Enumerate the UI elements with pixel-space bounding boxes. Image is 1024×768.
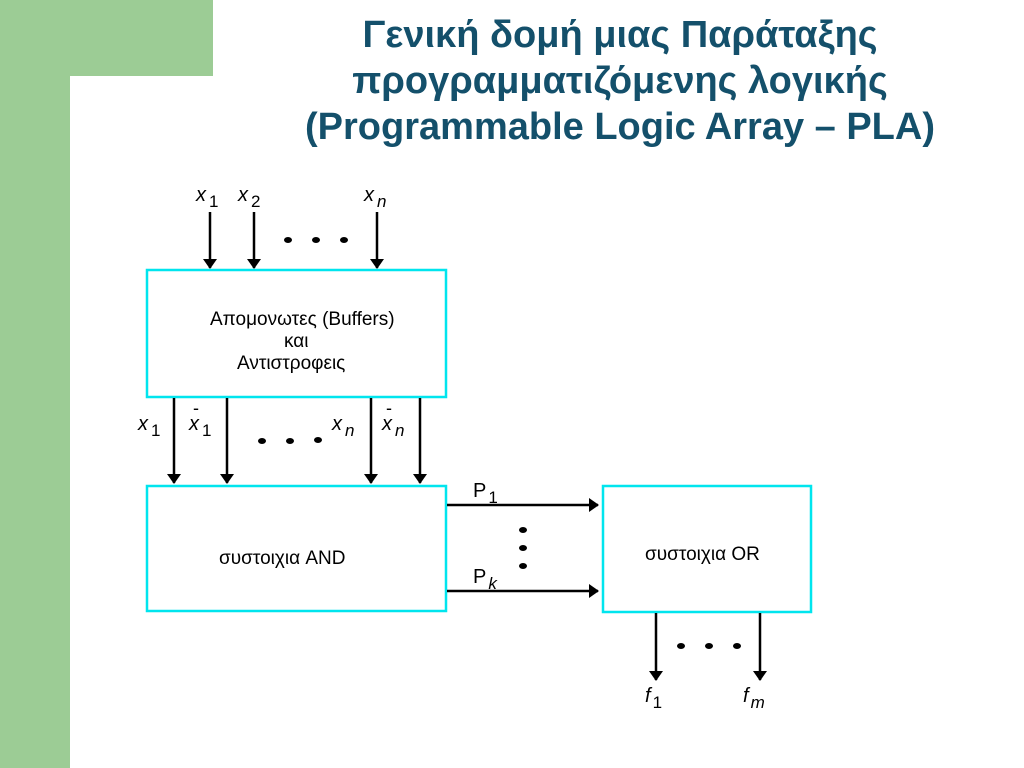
literal-xn-sub: n [345, 421, 354, 440]
or-array-label: συστοιχια OR [645, 544, 760, 565]
buffer-block-line-1: Απομονωτες (Buffers) [210, 309, 395, 330]
product-pk-sub: k [488, 574, 498, 593]
literal-ellipsis [258, 437, 322, 444]
output-fm-var: f [743, 685, 751, 707]
literal-x1-var: x [137, 413, 149, 435]
and-array-label: συστοιχια AND [219, 548, 345, 569]
product-p1-sub: 1 [488, 488, 497, 507]
output-fm-sub: m [751, 693, 765, 712]
slide-title: Γενική δομή μιας Παράταξης προγραμματιζό… [230, 12, 1010, 150]
buffer-inverter-block [145, 268, 448, 399]
output-ellipsis [677, 643, 741, 649]
literal-x1-sub: 1 [151, 421, 160, 440]
input-x1-sub: 1 [209, 192, 218, 211]
title-line-3: (Programmable Logic Array – PLA) [305, 106, 935, 148]
input-xn-var: x [363, 184, 375, 206]
buffer-block-line-2: και [284, 331, 308, 352]
product-ellipsis [519, 527, 527, 569]
literal-x1bar-sub: 1 [202, 421, 211, 440]
product-pk-var: P [473, 566, 486, 588]
output-f1-sub: 1 [653, 693, 662, 712]
literal-x1-bar: - [193, 398, 199, 418]
buffer-block-line-3: Αντιστροφεις [237, 353, 345, 374]
literal-x1bar-var: x [188, 413, 200, 435]
literal-xnbar-sub: n [395, 421, 404, 440]
input-ellipsis [284, 237, 348, 243]
product-p1-var: P [473, 480, 486, 502]
input-xn-sub: n [377, 192, 386, 211]
output-f1-var: f [645, 685, 653, 707]
literal-xn-var: x [331, 413, 343, 435]
title-line-1: Γενική δομή μιας Παράταξης [362, 14, 878, 56]
title-line-2: προγραμματιζόμενης λογικής [352, 60, 888, 102]
input-x1-var: x [195, 184, 207, 206]
or-array-block [601, 484, 813, 614]
and-array-block [145, 484, 448, 613]
literal-xnbar-var: x [381, 413, 393, 435]
input-x2-sub: 2 [251, 192, 260, 211]
input-x2-var: x [237, 184, 249, 206]
literal-xn-bar: - [386, 398, 392, 418]
decorative-green-left-bar [0, 0, 70, 768]
